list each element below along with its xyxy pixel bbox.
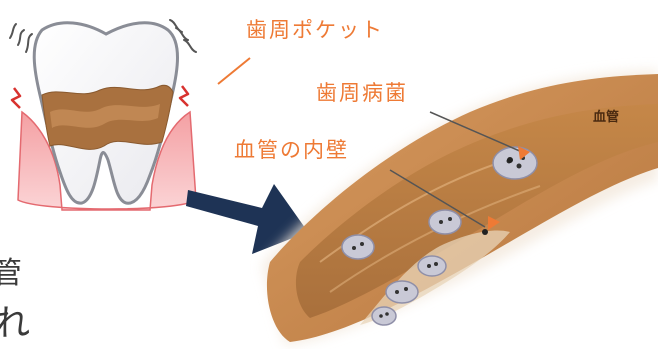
label-pointers xyxy=(389,111,530,235)
inflammation-mark-left xyxy=(10,87,22,109)
label-periodontal-pocket: 歯周ポケット xyxy=(246,18,384,42)
bacterium xyxy=(385,280,419,304)
bacterium xyxy=(492,146,538,180)
bacteria-group xyxy=(341,146,538,326)
label-blood-vessel: 血管 xyxy=(593,110,620,125)
label-periodontal-bacteria: 歯周病菌 xyxy=(316,81,408,105)
pocket-pointer xyxy=(217,57,251,85)
gum xyxy=(17,110,197,211)
inflammation-mark-right xyxy=(178,85,190,107)
wobble-mark-left xyxy=(9,23,33,53)
blood-vessel xyxy=(262,70,658,345)
wobble-mark-right xyxy=(169,19,197,53)
bacterium xyxy=(371,306,397,326)
bacterium xyxy=(417,255,447,277)
navy-arrow-icon xyxy=(186,184,308,254)
bacterium xyxy=(428,209,462,235)
cut-off-text-line2: れ xyxy=(0,303,31,344)
cut-off-text-line1: 管 xyxy=(0,256,22,291)
tooth-with-plaque-icon xyxy=(9,19,197,211)
bacterium xyxy=(341,234,375,260)
label-vessel-inner-wall: 血管の内壁 xyxy=(234,138,349,162)
